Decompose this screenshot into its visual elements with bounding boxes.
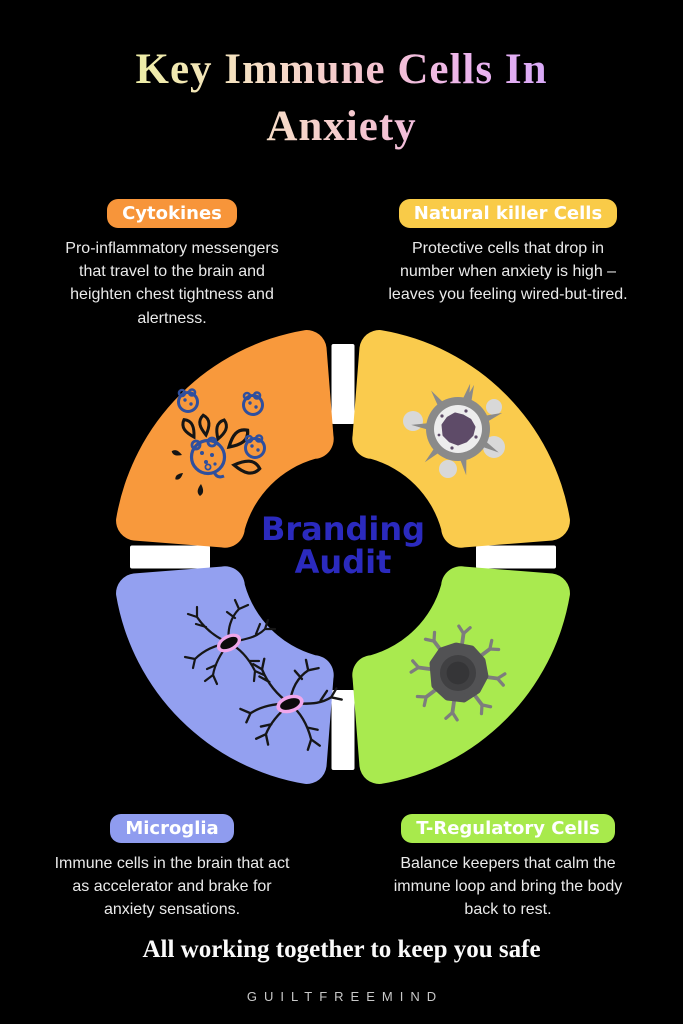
ring-divider	[130, 545, 210, 569]
page-title: Key Immune Cells In Anxiety	[0, 42, 683, 156]
page-title-gradient: Key Immune Cells In Anxiety	[136, 42, 548, 156]
nk-cell-icon	[403, 383, 505, 478]
t-regulatory-cells-badge: T-Regulatory Cells	[401, 814, 615, 843]
natural-killer-cells-description: Protective cells that drop in number whe…	[388, 240, 628, 304]
section-microglia: Microglia Immune cells in the brain that…	[50, 814, 294, 922]
title-line-2: Anxiety	[266, 102, 417, 150]
center-label-line-1: Branding	[260, 510, 426, 548]
section-t-regulatory-cells: T-Regulatory Cells Balance keepers that …	[386, 814, 630, 922]
immune-cells-ring-diagram	[116, 330, 570, 784]
microglia-description: Immune cells in the brain that act as ac…	[54, 855, 290, 919]
ring-center-label: Branding Audit	[243, 510, 443, 582]
footer-tagline: All working together to keep you safe	[142, 936, 541, 963]
treg-cell-icon	[409, 624, 507, 722]
t-regulatory-cells-description: Balance keepers that calm the immune loo…	[393, 855, 623, 919]
ring-divider	[331, 690, 355, 770]
natural-killer-cells-badge: Natural killer Cells	[398, 199, 618, 228]
cytokine-icon	[170, 388, 266, 497]
ring-segment-top-left	[116, 330, 334, 548]
section-cytokines: Cytokines Pro-inflammatory messengers th…	[50, 199, 294, 330]
brand-wordmark: GUILTFREEMIND	[246, 989, 444, 1004]
ring-divider	[476, 545, 556, 569]
microglia-badge: Microglia	[110, 814, 234, 843]
section-natural-killer-cells: Natural killer Cells Protective cells th…	[386, 199, 630, 307]
center-label-line-2: Audit	[294, 543, 392, 582]
ring-segment-bottom-left	[116, 566, 334, 784]
cytokines-description: Pro-inflammatory messengers that travel …	[65, 240, 279, 327]
title-line-1: Key Immune Cells In	[135, 46, 548, 93]
cytokines-badge: Cytokines	[107, 199, 237, 228]
ring-divider	[331, 344, 355, 424]
microglia-icon	[183, 598, 343, 751]
